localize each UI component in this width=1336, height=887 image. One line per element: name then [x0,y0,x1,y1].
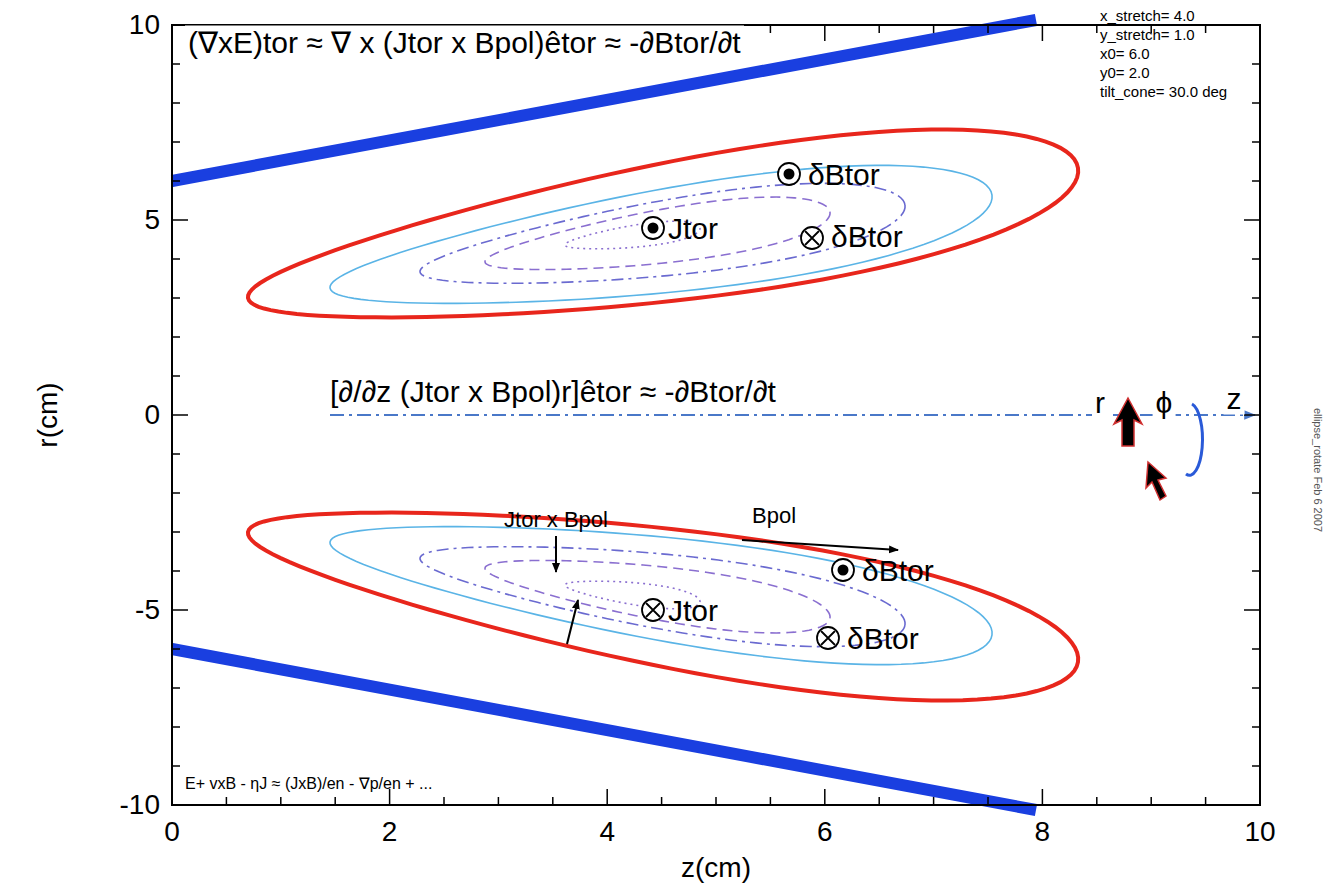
flux-contour [485,197,830,269]
into-page-symbol [817,627,839,649]
current-label: Jtor [668,212,718,245]
parameter-text: tilt_cone= 30.0 deg [1100,84,1227,101]
current-label: Jtor [668,594,718,627]
parameter-text: x_stretch= 4.0 [1100,8,1195,25]
into-page-symbol [801,227,823,249]
plot-frame [172,25,1260,805]
tick-label: 6 [817,817,833,848]
axis-title: r(cm) [33,382,64,447]
flux-contour [330,527,992,665]
out-of-page-symbol [832,559,854,581]
watermark: ellipse_rotate Feb 6 2007 [1312,408,1324,532]
phi-loop-icon [1186,404,1202,475]
flux-contour [248,513,1078,701]
parameter-text: x0= 6.0 [1100,46,1150,63]
tick-label: 2 [382,817,398,848]
equation: (∇xE)tor ≈ ∇ x (Jtor x Bpol)êtor ≈ -∂Bto… [185,26,744,59]
phi-arrow-icon [1146,462,1166,500]
equation: [∂/∂z (Jtor x Bpol)r]êtor ≈ -∂Btor/∂t [330,375,776,408]
axis-title: z(cm) [681,853,751,884]
cone-wall [172,20,1036,181]
field-label: Bpol [752,504,796,528]
flux-contour [330,165,992,303]
force-arrow [567,600,578,644]
tick-label: 5 [144,205,160,236]
r-arrow-icon [1114,398,1142,446]
tick-label: 4 [599,817,615,848]
out-of-page-symbol [778,163,800,185]
tick-label: 8 [1035,817,1051,848]
field-label: δBtor [808,158,880,191]
symmetry-axis [330,414,1255,416]
field-label: δBtor [862,554,934,587]
coordinate-label: r [1092,386,1108,419]
field-label: δBtor [831,220,903,253]
tick-label: 10 [1244,817,1275,848]
coordinate-label: ϕ [1153,386,1176,419]
equation: E+ vxB - ηJ ≈ (JxB)/en - ∇p/en + ... [185,775,432,793]
flux-contour [485,560,830,632]
field-label: δBtor [847,622,919,655]
tick-label: 0 [164,817,180,848]
flux-contour [248,130,1078,318]
out-of-page-symbol [642,217,664,239]
field-arrow [742,540,898,550]
force-arrow [555,536,557,572]
tick-label: 0 [144,400,160,431]
parameter-text: y_stretch= 1.0 [1100,27,1195,44]
coordinate-label: z [1224,382,1245,415]
parameter-text: y0= 2.0 [1100,65,1150,82]
tick-label: 10 [129,10,160,41]
axis-ticks [172,25,1260,805]
force-label: Jtor x Bpol [504,508,608,532]
tick-label: -10 [120,790,160,821]
cone-wall [172,649,1036,810]
flux-contour [420,183,905,283]
into-page-symbol [642,599,664,621]
tick-label: -5 [135,595,160,626]
